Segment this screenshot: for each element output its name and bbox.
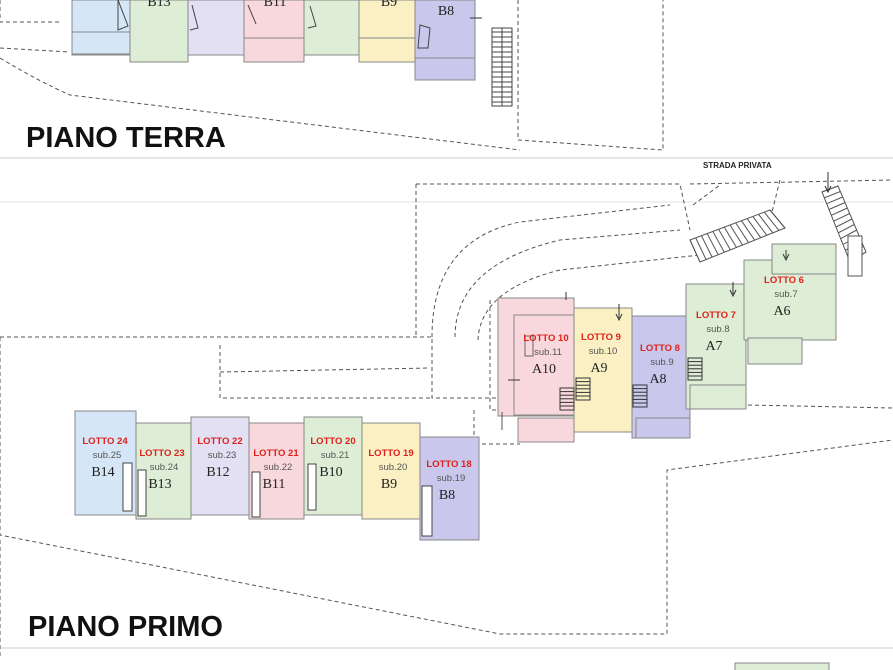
unit-block-b13-ground [129, 0, 189, 63]
first-floor-site-outline [0, 179, 893, 658]
ground-unit-code-b13: B13 [147, 0, 170, 10]
unit-code-a7: A7 [705, 339, 722, 354]
ground-unit-code-b9: B9 [381, 0, 397, 10]
first-floor-external-stairs [689, 172, 867, 277]
ground-floor-stair [491, 27, 513, 107]
unit-code-b9: B9 [381, 477, 397, 492]
unit-code-b12: B12 [206, 465, 229, 480]
sub-label-b13: sub.24 [150, 462, 179, 473]
sub-label-b12: sub.23 [208, 450, 237, 461]
lotto-label-b12: LOTTO 22 [197, 436, 242, 447]
unit-code-b8: B8 [439, 488, 455, 503]
lotto-label-a7: LOTTO 7 [696, 310, 736, 321]
unit-block-b12-ground [187, 0, 245, 56]
unit-code-b11: B11 [263, 477, 286, 492]
panel-separators [0, 157, 893, 649]
ground-unit-code-b8: B8 [438, 4, 454, 19]
lotto-label-a10: LOTTO 10 [523, 333, 568, 344]
ground-floor-site-outline [0, 0, 664, 151]
lotto-label-b8: LOTTO 18 [426, 459, 471, 470]
ground-floor-unit-codes: B13 B11 B9 B8 [147, 0, 454, 19]
first-floor-units [74, 243, 837, 541]
street-label: STRADA PRIVATA [703, 161, 772, 170]
unit-code-b13: B13 [148, 477, 171, 492]
lotto-label-b10: LOTTO 20 [310, 436, 355, 447]
lotto-label-a6: LOTTO 6 [764, 275, 804, 286]
unit-block-b10-ground [303, 0, 360, 56]
sub-label-a6: sub.7 [774, 289, 797, 300]
unit-block-a6-upper [771, 243, 837, 275]
lotto-label-b11: LOTTO 21 [253, 448, 299, 459]
sub-label-a10: sub.11 [534, 347, 562, 358]
unit-code-a9: A9 [590, 361, 607, 376]
lotto-label-b13: LOTTO 23 [139, 448, 184, 459]
unit-block-a6-lower [747, 337, 803, 365]
unit-block-b9 [361, 422, 421, 520]
unit-block-b9-ground [358, 0, 416, 63]
unit-block-b8-ground [414, 0, 476, 81]
unit-code-a10: A10 [532, 362, 556, 377]
sub-label-a7: sub.8 [706, 324, 729, 335]
sub-label-b10: sub.21 [321, 450, 350, 461]
lotto-label-a8: LOTTO 8 [640, 343, 680, 354]
lotto-label-b14: LOTTO 24 [82, 436, 128, 447]
sub-label-a8: sub.9 [650, 357, 673, 368]
ground-unit-code-b11: B11 [264, 0, 287, 10]
sub-label-b9: sub.20 [379, 462, 408, 473]
heading-piano-primo: PIANO PRIMO [28, 611, 223, 643]
sub-label-b11: sub.22 [264, 462, 293, 473]
unit-code-a8: A8 [649, 372, 666, 387]
lotto-label-b9: LOTTO 19 [368, 448, 413, 459]
next-floor-fragment [734, 662, 830, 670]
heading-piano-terra: PIANO TERRA [26, 122, 226, 154]
lotto-label-a9: LOTTO 9 [581, 332, 621, 343]
sub-label-b14: sub.25 [93, 450, 122, 461]
unit-code-b14: B14 [91, 465, 114, 480]
unit-code-a6: A6 [773, 304, 790, 319]
unit-block-b11-ground [243, 0, 305, 63]
ground-floor-units [71, 0, 482, 81]
unit-block-b14-ground [71, 0, 131, 56]
sub-label-b8: sub.19 [437, 473, 466, 484]
unit-code-b10: B10 [319, 465, 342, 480]
sub-label-a9: sub.10 [589, 346, 618, 357]
